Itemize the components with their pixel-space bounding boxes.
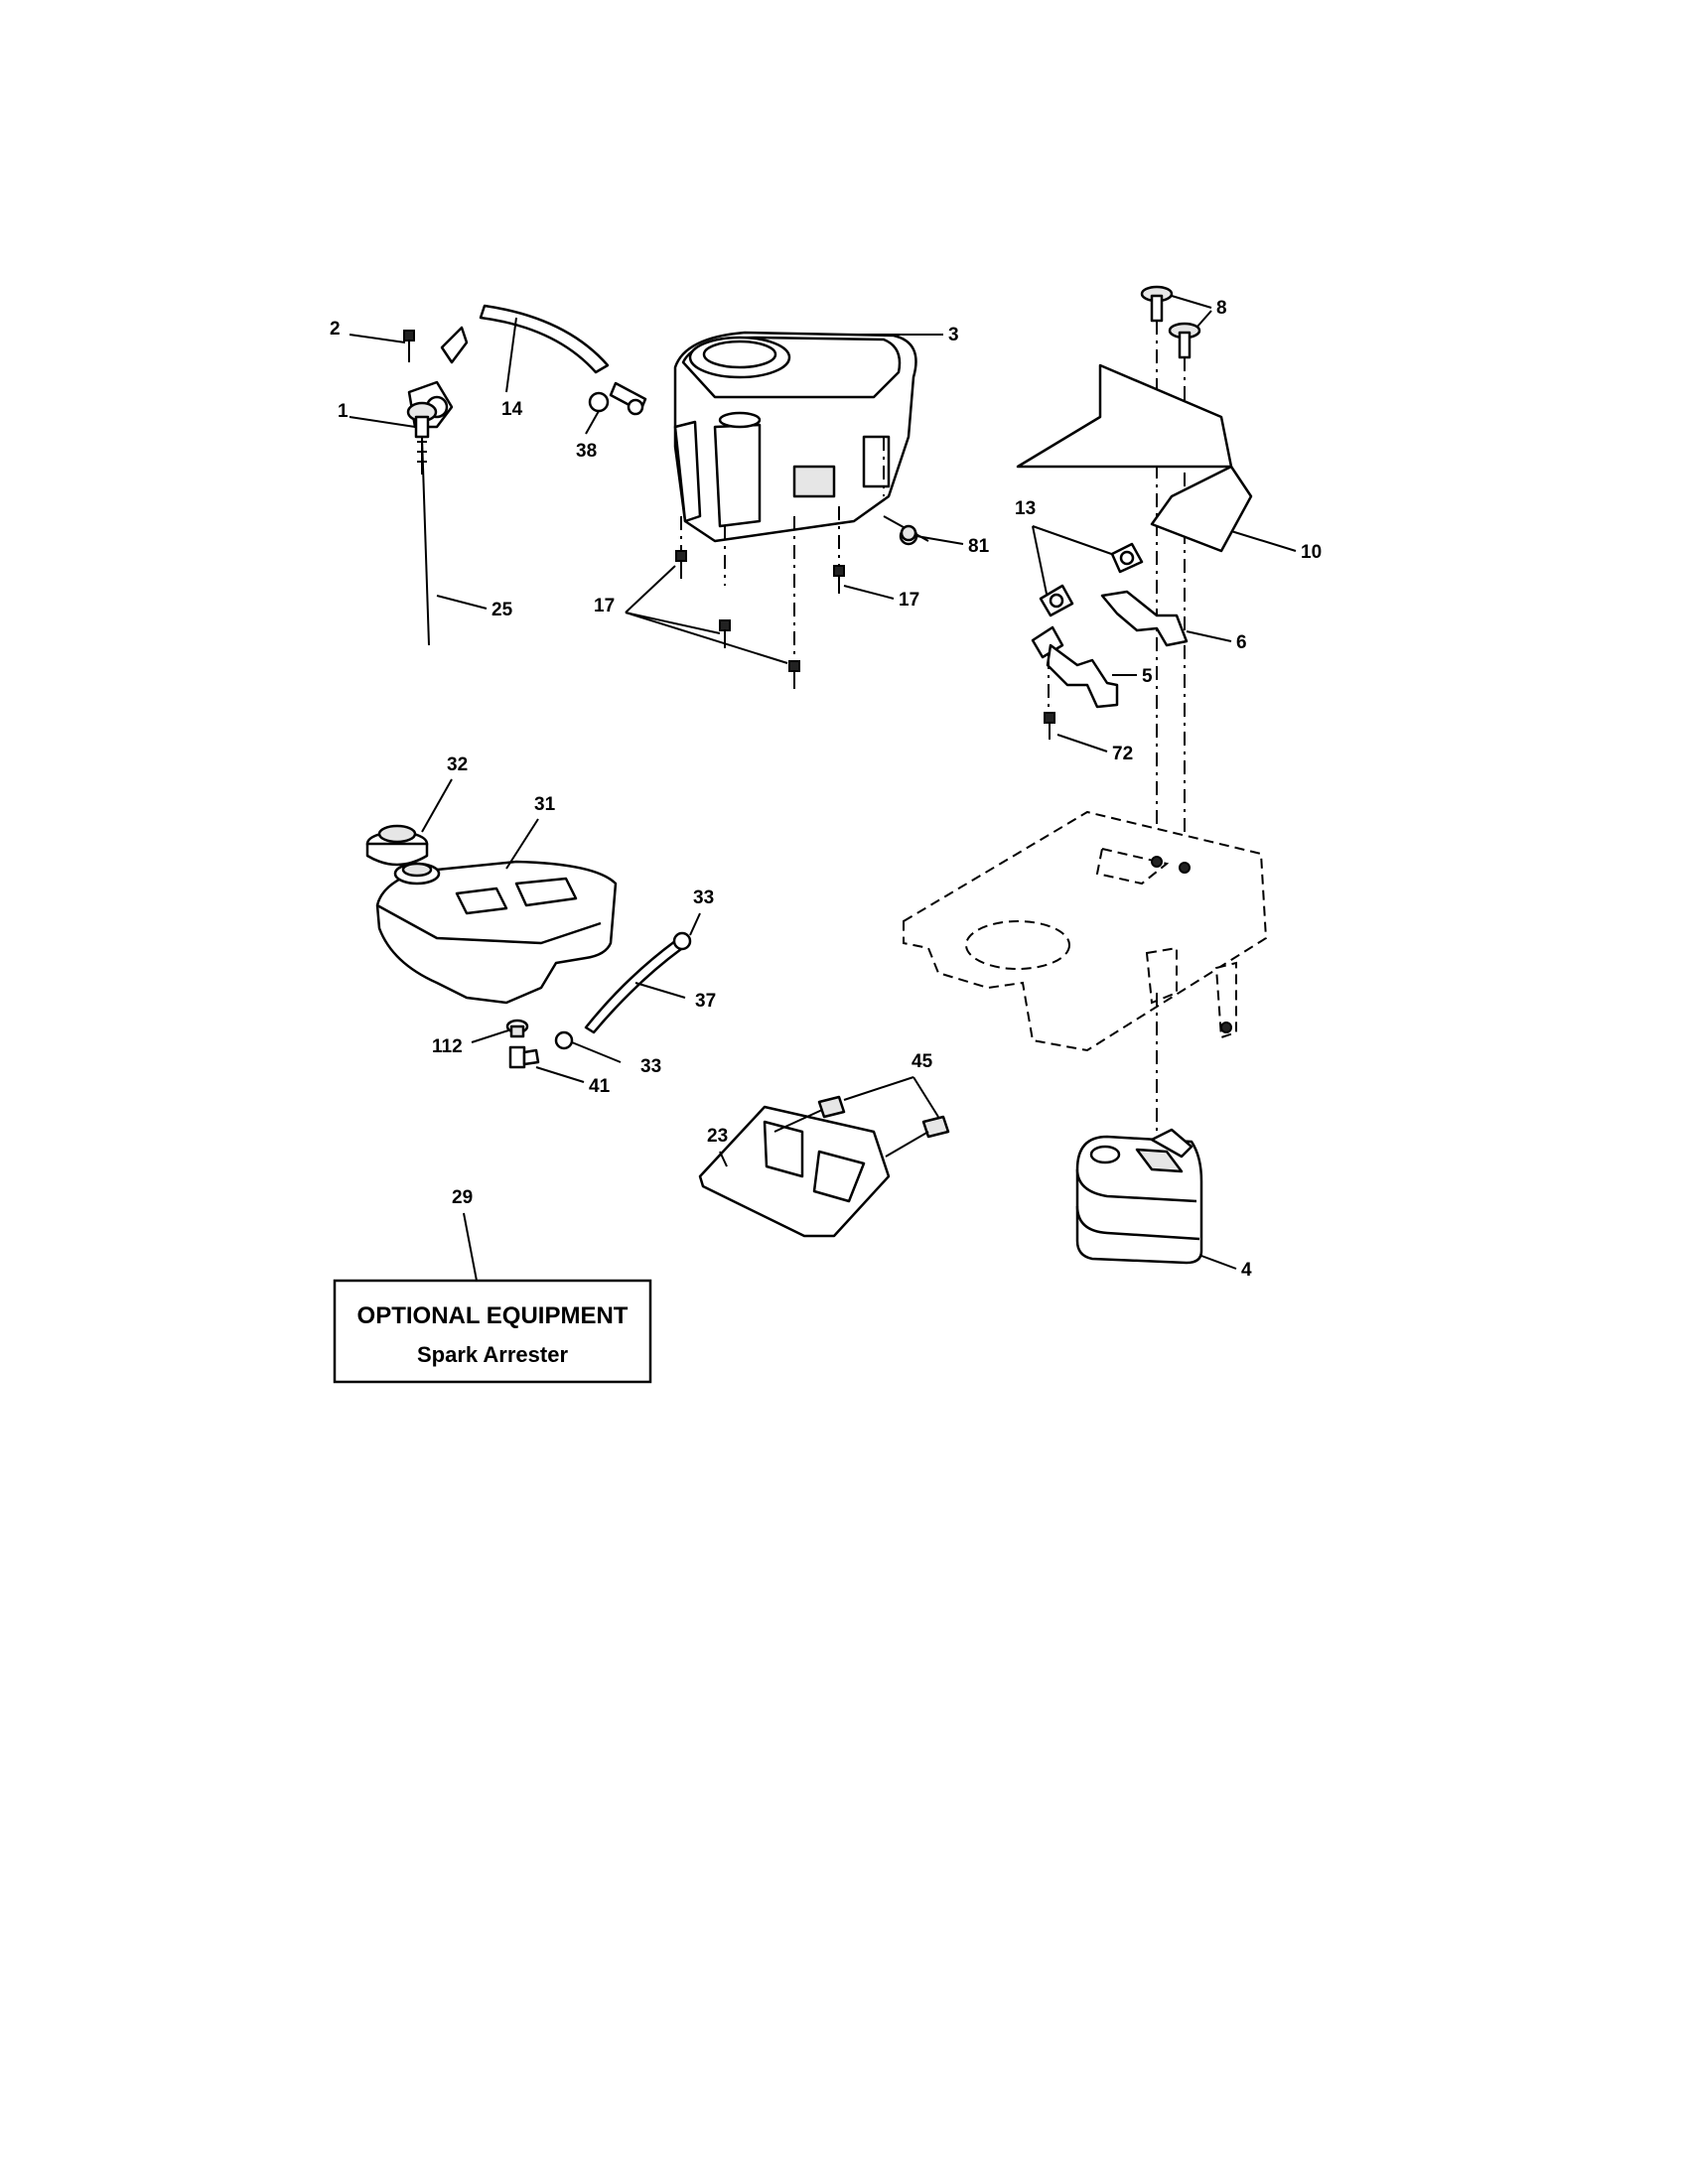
part-bolts-8: [1140, 285, 1212, 864]
part-screw-72: [1044, 712, 1108, 752]
part-muffler: [1075, 1128, 1237, 1270]
part-throttle-bracket: [349, 326, 469, 475]
callout-10: 10: [1301, 542, 1322, 563]
optional-equipment-subtitle: Spark Arrester: [417, 1342, 568, 1367]
callout-17-left: 17: [594, 596, 615, 616]
callout-32: 32: [447, 754, 468, 775]
callout-13: 13: [1015, 498, 1036, 519]
callout-112: 112: [432, 1036, 463, 1057]
callout-38: 38: [576, 441, 597, 462]
callout-2: 2: [330, 319, 341, 340]
callout-5: 5: [1142, 666, 1153, 687]
callout-33-bottom: 33: [640, 1056, 661, 1077]
callout-1: 1: [338, 401, 349, 422]
part-bolts-45: [773, 1076, 950, 1158]
part-nut-81: [900, 524, 917, 542]
part-fuel-fitting: [471, 1019, 585, 1083]
callout-31: 31: [534, 794, 556, 815]
callout-17-right: 17: [899, 590, 919, 611]
callout-labels: 2 1 14 38 3 81 17 17 25 8 10 13 6 5 72 3…: [330, 298, 1322, 1281]
callout-37: 37: [695, 991, 716, 1012]
part-fuel-tank: [375, 818, 618, 1005]
callout-45: 45: [912, 1051, 933, 1072]
part-fuel-cap: [365, 778, 453, 867]
part-exhaust-pipes: [1031, 525, 1232, 715]
part-fuel-line: [554, 912, 701, 1063]
callout-25: 25: [491, 600, 513, 620]
part-bolts-17: [625, 550, 895, 689]
frame-outline: [903, 810, 1268, 1132]
callout-14: 14: [501, 399, 523, 420]
callout-3: 3: [948, 325, 959, 345]
callout-81: 81: [968, 536, 990, 557]
callout-8: 8: [1216, 298, 1227, 319]
callout-6: 6: [1236, 632, 1247, 653]
callout-33-top: 33: [693, 887, 714, 908]
callout-72: 72: [1112, 744, 1133, 764]
optional-equipment-title: OPTIONAL EQUIPMENT: [357, 1302, 629, 1329]
callout-4: 4: [1241, 1260, 1252, 1281]
callout-23: 23: [707, 1126, 728, 1147]
part-bracket-plate: [698, 1105, 891, 1238]
callout-41: 41: [589, 1076, 611, 1097]
part-fuel-hose: [479, 304, 647, 435]
part-dipstick: [406, 401, 488, 646]
callout-29: 29: [452, 1187, 473, 1208]
optional-equipment-box: OPTIONAL EQUIPMENT Spark Arrester: [333, 1212, 652, 1384]
part-heat-shield: [1016, 363, 1297, 553]
part-engine: [673, 331, 964, 655]
